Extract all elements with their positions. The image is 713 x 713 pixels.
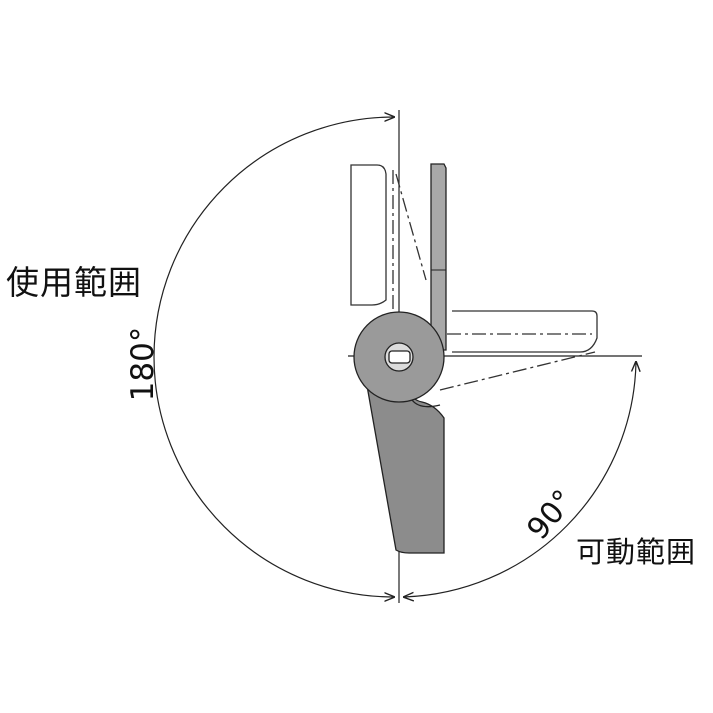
pin-slot — [388, 350, 411, 364]
movable-range-arc — [404, 362, 636, 597]
usage-range-label: 使用範囲 — [6, 263, 142, 302]
movable-range-label: 可動範囲 — [576, 535, 697, 569]
ghost-right-position — [439, 310, 598, 391]
usage-range-arc — [153, 117, 394, 597]
ghost-upper-position — [350, 164, 427, 318]
vertical-leaf-plate — [430, 163, 447, 351]
angle-180-label: 180° — [125, 326, 161, 402]
